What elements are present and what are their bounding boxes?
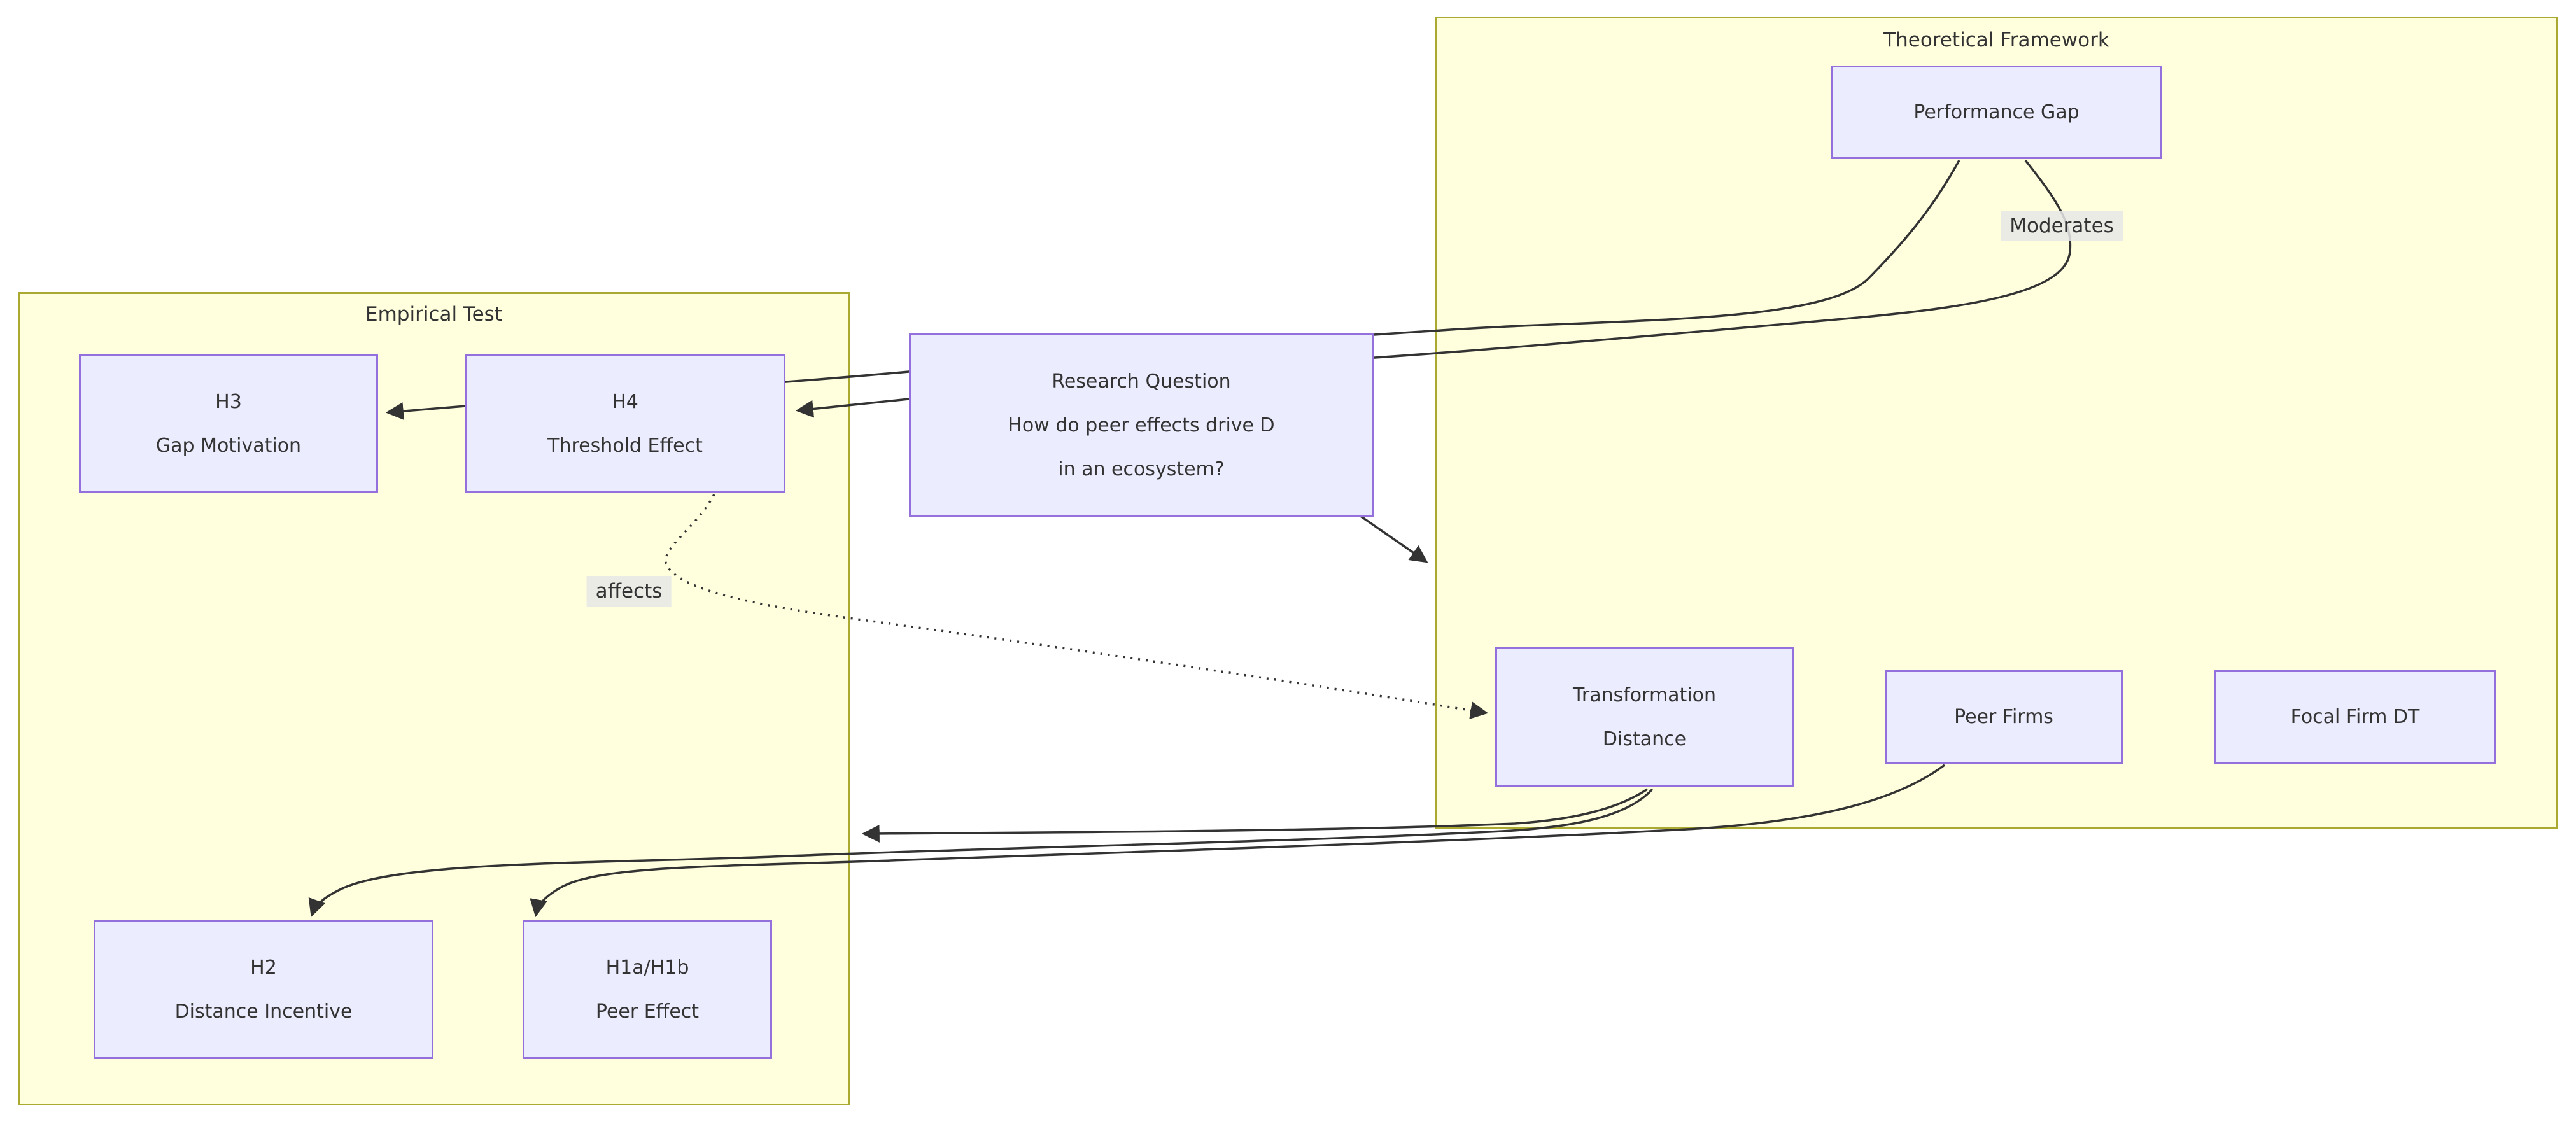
node-label: Threshold Effect xyxy=(547,434,703,457)
edge-label-moderates: Moderates xyxy=(2001,211,2123,241)
node-peer-firms: Peer Firms xyxy=(1885,670,2123,764)
node-h1a-h1b: H1a/H1b Peer Effect xyxy=(523,920,772,1059)
node-h4: H4 Threshold Effect xyxy=(465,354,785,493)
node-label: Transformation xyxy=(1572,684,1717,706)
cluster-title-theoretical-framework: Theoretical Framework xyxy=(1883,29,2109,52)
node-label: H4 xyxy=(612,390,638,413)
node-label: in an ecosystem? xyxy=(1058,458,1225,480)
edge-peer-firms-to-h1a-h1b xyxy=(530,764,1946,918)
cluster-title-empirical-test: Empirical Test xyxy=(365,303,502,326)
node-transformation-distance: Transformation Distance xyxy=(1495,647,1794,787)
node-label: Performance Gap xyxy=(1913,101,2080,123)
edge-label-affects: affects xyxy=(586,576,672,607)
node-label: Gap Motivation xyxy=(155,434,302,457)
node-performance-gap: Performance Gap xyxy=(1831,66,2162,159)
node-label: H2 xyxy=(250,956,277,979)
node-label: Distance xyxy=(1602,728,1687,750)
edge-transformation-distance-to-h2 xyxy=(308,788,1654,917)
edge-transformation-distance-to-empirical-test xyxy=(861,788,1648,843)
node-label: Peer Firms xyxy=(1954,706,2053,728)
node-h3: H3 Gap Motivation xyxy=(79,354,378,493)
node-h2: H2 Distance Incentive xyxy=(94,920,433,1059)
node-label: Peer Effect xyxy=(595,1000,700,1023)
edge-h4-to-transformation-distance xyxy=(665,494,1489,719)
node-label: Focal Firm DT xyxy=(2290,706,2420,728)
node-label: H1a/H1b xyxy=(605,956,689,979)
node-label: Research Question xyxy=(1052,370,1231,393)
node-label: Distance Incentive xyxy=(174,1000,353,1023)
node-focal-firm-dt: Focal Firm DT xyxy=(2214,670,2496,764)
node-label: How do peer effects drive D xyxy=(1008,414,1275,437)
node-research-question: Research Question How do peer effects dr… xyxy=(909,333,1374,517)
node-label: H3 xyxy=(215,390,242,413)
